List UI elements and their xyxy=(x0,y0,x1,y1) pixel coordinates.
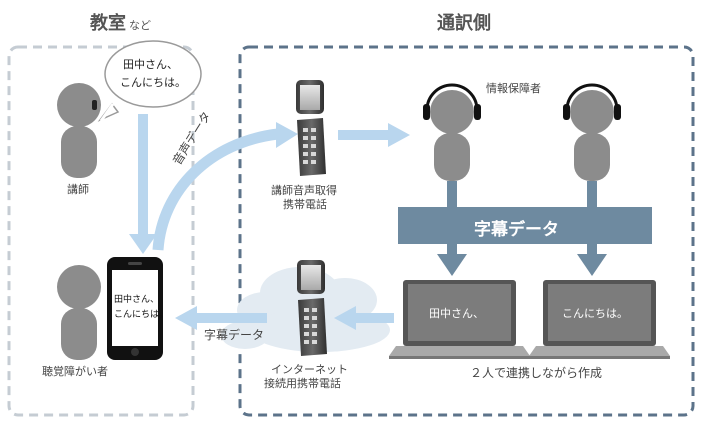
arrows xyxy=(129,114,410,330)
banner-arrows xyxy=(437,244,607,276)
internet-phone-label-1: インターネット xyxy=(271,363,348,376)
classroom-subtitle: など xyxy=(129,19,151,32)
interpreter-region xyxy=(238,45,695,417)
classroom-region xyxy=(7,45,195,417)
laptop-right-screen: こんにちは。 xyxy=(562,307,628,320)
speech-line-2: こんにちは。 xyxy=(120,76,186,89)
speech-bubble xyxy=(97,40,202,122)
caption-banner xyxy=(398,207,652,244)
laptop-left xyxy=(389,280,530,359)
smartphone-line-1: 田中さん、 xyxy=(114,295,160,305)
smartphone-line-2: こんにちは。 xyxy=(114,310,169,320)
laptop-right xyxy=(529,280,670,359)
connector-left xyxy=(447,181,457,209)
lecturer-figure xyxy=(57,83,101,178)
lecturer-label: 講師 xyxy=(67,183,89,196)
audio-phone-label-2: 携帯電話 xyxy=(283,198,327,211)
classroom-title: 教室など xyxy=(90,9,151,35)
connector-right xyxy=(587,181,597,209)
captioner-figure-right xyxy=(563,83,621,181)
captioner-figure-left xyxy=(423,83,481,181)
smartphone xyxy=(107,257,163,360)
audio-curve-arrow xyxy=(152,128,279,251)
laptop-left-screen: 田中さん、 xyxy=(429,307,484,320)
captioners-label: 情報保障者 xyxy=(486,82,541,95)
audio-phone-label-1: 講師音声取得 xyxy=(271,184,337,197)
audio-phone xyxy=(296,80,326,176)
audio-curve-arrowhead xyxy=(276,122,298,148)
caption-flow-label: 字幕データ xyxy=(204,328,265,342)
interpreter-title: 通訳側 xyxy=(437,13,491,34)
internet-phone xyxy=(297,260,327,356)
hearing-impaired-label: 聴覚障がい者 xyxy=(42,365,108,378)
laptops-caption: ２人で連携しながら作成 xyxy=(470,366,603,380)
speech-line-1: 田中さん、 xyxy=(123,58,178,71)
classroom-title-text: 教室 xyxy=(90,13,126,34)
hearing-impaired-figure xyxy=(57,265,101,360)
caption-banner-label: 字幕データ xyxy=(474,220,559,240)
internet-phone-label-2: 接続用携帯電話 xyxy=(264,377,341,390)
